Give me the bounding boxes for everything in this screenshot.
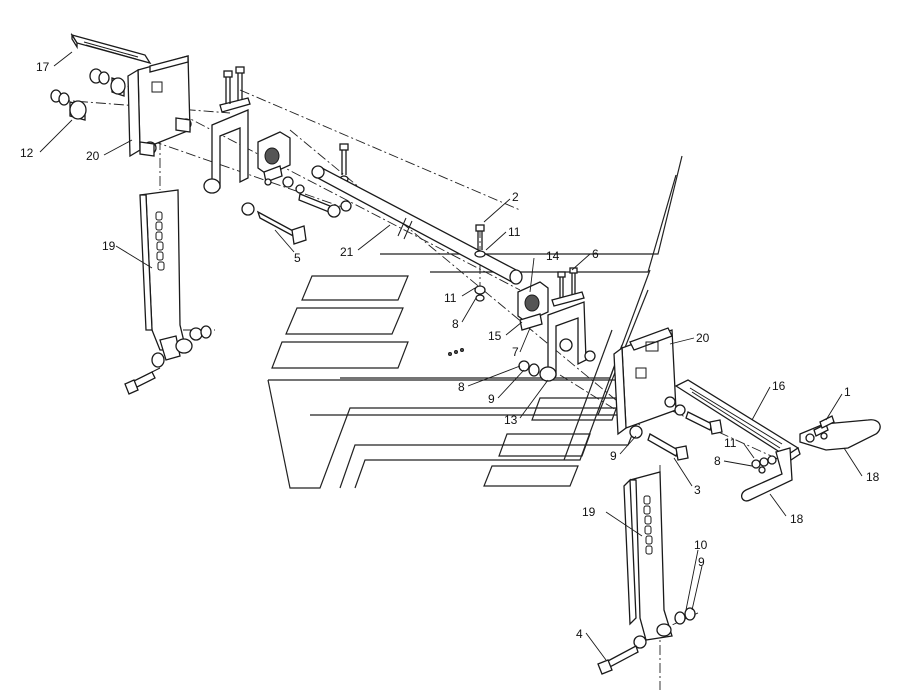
callout-18: 18 bbox=[790, 512, 804, 526]
callout-17: 17 bbox=[36, 60, 50, 74]
washers-mid-right bbox=[518, 360, 540, 377]
part-19-adjustment-arm-right bbox=[623, 471, 673, 649]
part-18-hook-right bbox=[799, 419, 881, 451]
callout-6: 6 bbox=[592, 247, 599, 261]
callout-21: 21 bbox=[340, 245, 354, 259]
callout-10: 10 bbox=[694, 538, 708, 552]
clamp-block-left bbox=[257, 131, 291, 186]
washers-18-assembly bbox=[751, 455, 777, 474]
part-1-bolts bbox=[813, 415, 835, 437]
callout-8: 8 bbox=[458, 380, 465, 394]
callout-13: 13 bbox=[504, 413, 518, 427]
part-4-bolt bbox=[597, 645, 639, 675]
washers-center bbox=[474, 285, 486, 302]
callout-5: 5 bbox=[294, 251, 301, 265]
part-20-bracket-plate-left bbox=[127, 55, 192, 158]
callout-19: 19 bbox=[582, 505, 596, 519]
center-u-bracket-right bbox=[539, 301, 596, 382]
part-17-slotted-bar bbox=[70, 32, 152, 65]
callout-9: 9 bbox=[488, 392, 495, 406]
callout-15: 15 bbox=[488, 329, 502, 343]
callout-11: 11 bbox=[724, 436, 737, 450]
callout-1: 1 bbox=[844, 385, 851, 399]
part-16-slotted-bar bbox=[674, 379, 801, 464]
callout-19: 19 bbox=[102, 239, 116, 253]
leader-lines bbox=[39, 51, 863, 661]
part-18-hook-lower bbox=[741, 447, 793, 502]
callout-20: 20 bbox=[86, 149, 100, 163]
callout-8: 8 bbox=[452, 317, 459, 331]
washers-arm-right bbox=[674, 607, 696, 625]
part-12-bushing bbox=[50, 89, 87, 121]
center-u-bracket-left bbox=[203, 66, 251, 194]
callout-8: 8 bbox=[714, 454, 721, 468]
callout-14: 14 bbox=[546, 249, 560, 263]
small-dots bbox=[448, 348, 464, 356]
callout-20: 20 bbox=[696, 331, 710, 345]
bolt-washers-upper-center bbox=[282, 143, 352, 218]
callout-7: 7 bbox=[512, 345, 519, 359]
part-2-bolt bbox=[474, 224, 486, 258]
bolt-lower-left bbox=[124, 367, 161, 395]
callout-9: 9 bbox=[698, 555, 705, 569]
callout-2: 2 bbox=[512, 190, 519, 204]
spacer-bushings-upper bbox=[89, 68, 126, 97]
callout-labels: 17 12 20 19 5 21 2 11 14 6 11 8 15 7 20 … bbox=[20, 60, 880, 641]
part-20-bracket-plate-right bbox=[613, 327, 677, 439]
callout-9: 9 bbox=[610, 449, 617, 463]
callout-12: 12 bbox=[20, 146, 34, 160]
part-19-adjustment-arm-left bbox=[139, 189, 212, 368]
part-21-tube bbox=[311, 165, 523, 285]
part-14-clamp-block bbox=[517, 281, 549, 331]
callout-11: 11 bbox=[508, 225, 521, 239]
part-5-hex-bolt bbox=[241, 202, 307, 245]
callout-11: 11 bbox=[444, 291, 457, 305]
bolts-right-plate bbox=[647, 404, 723, 461]
part-6-bolts bbox=[551, 267, 585, 307]
callout-18: 18 bbox=[866, 470, 880, 484]
callout-3: 3 bbox=[694, 483, 701, 497]
callout-16: 16 bbox=[772, 379, 786, 393]
callout-4: 4 bbox=[576, 627, 583, 641]
